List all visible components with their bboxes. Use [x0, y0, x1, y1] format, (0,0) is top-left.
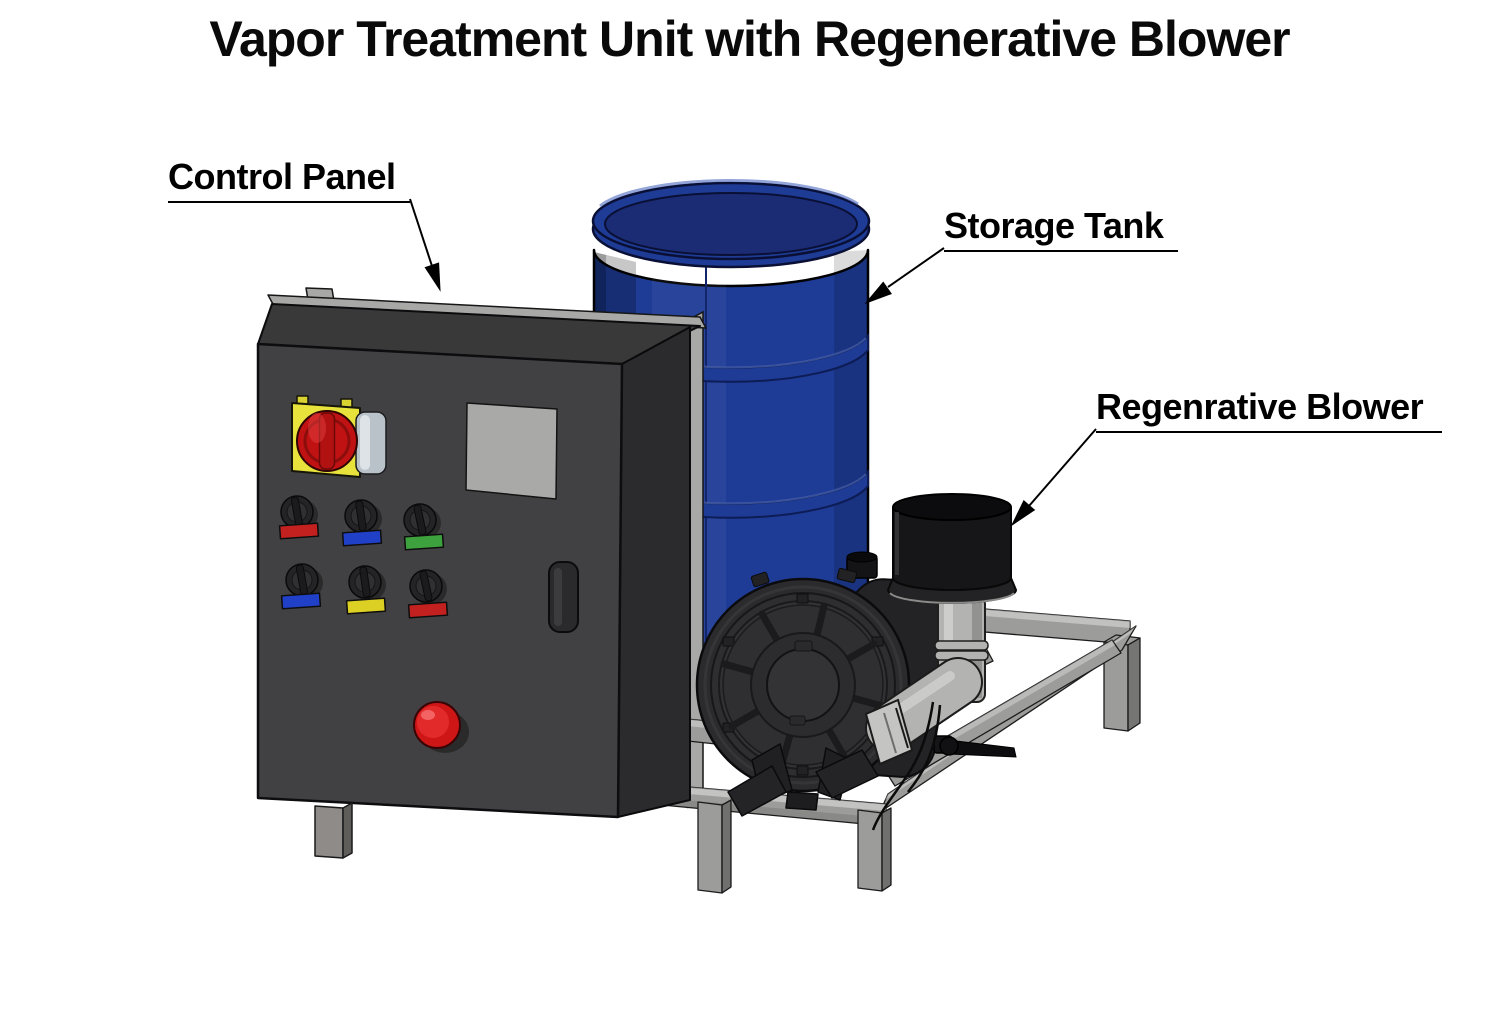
selector-knob-3: [403, 503, 441, 539]
blower-housing: [695, 577, 911, 793]
main-disconnect-switch: [291, 395, 387, 478]
air-filter: [886, 493, 1018, 604]
selector-knob-5: [348, 565, 386, 601]
storage-tank-label: Storage Tank: [944, 205, 1178, 252]
display-plate: [465, 402, 558, 500]
diagram-title: Vapor Treatment Unit with Regenerative B…: [209, 11, 1290, 67]
enclosure-side: [617, 326, 691, 818]
selector-knob-6: [409, 569, 447, 605]
storage-tank-leader: [864, 247, 945, 305]
knob-tag-4: [280, 592, 322, 610]
callout-leaders: [409, 198, 1097, 527]
frame-leg-front: [857, 807, 892, 892]
knob-tag-5: [345, 597, 387, 615]
door-handle: [548, 561, 579, 633]
enclosure-leg: [314, 802, 353, 859]
knob-tag-1: [278, 522, 320, 540]
knob-tag-3: [403, 533, 445, 551]
control-panel: [256, 287, 707, 859]
frame-right-leg: [1103, 634, 1141, 732]
blower-hub: [766, 648, 840, 722]
control-panel-leader: [409, 198, 441, 292]
blower-vanes: [720, 602, 886, 768]
selector-knob-4: [285, 563, 323, 599]
selector-knob-2: [344, 499, 382, 535]
blower-piping: [864, 493, 1018, 831]
emergency-stop-button: [413, 701, 469, 753]
regenerative-blower: [695, 551, 946, 793]
regenerative-blower-label: Regenrative Blower: [1096, 386, 1442, 433]
knob-tag-6: [407, 601, 449, 619]
sensor-wire: [871, 701, 942, 831]
knob-tag-2: [341, 529, 383, 547]
pipe-elbow: [864, 657, 983, 766]
frame-leg-left: [697, 799, 732, 894]
blower-feet: [727, 743, 879, 817]
control-panel-label: Control Panel: [168, 156, 410, 203]
drum-rim: [591, 178, 871, 269]
valve-handle: [933, 735, 1017, 758]
regenerative-blower-leader: [1010, 428, 1097, 527]
